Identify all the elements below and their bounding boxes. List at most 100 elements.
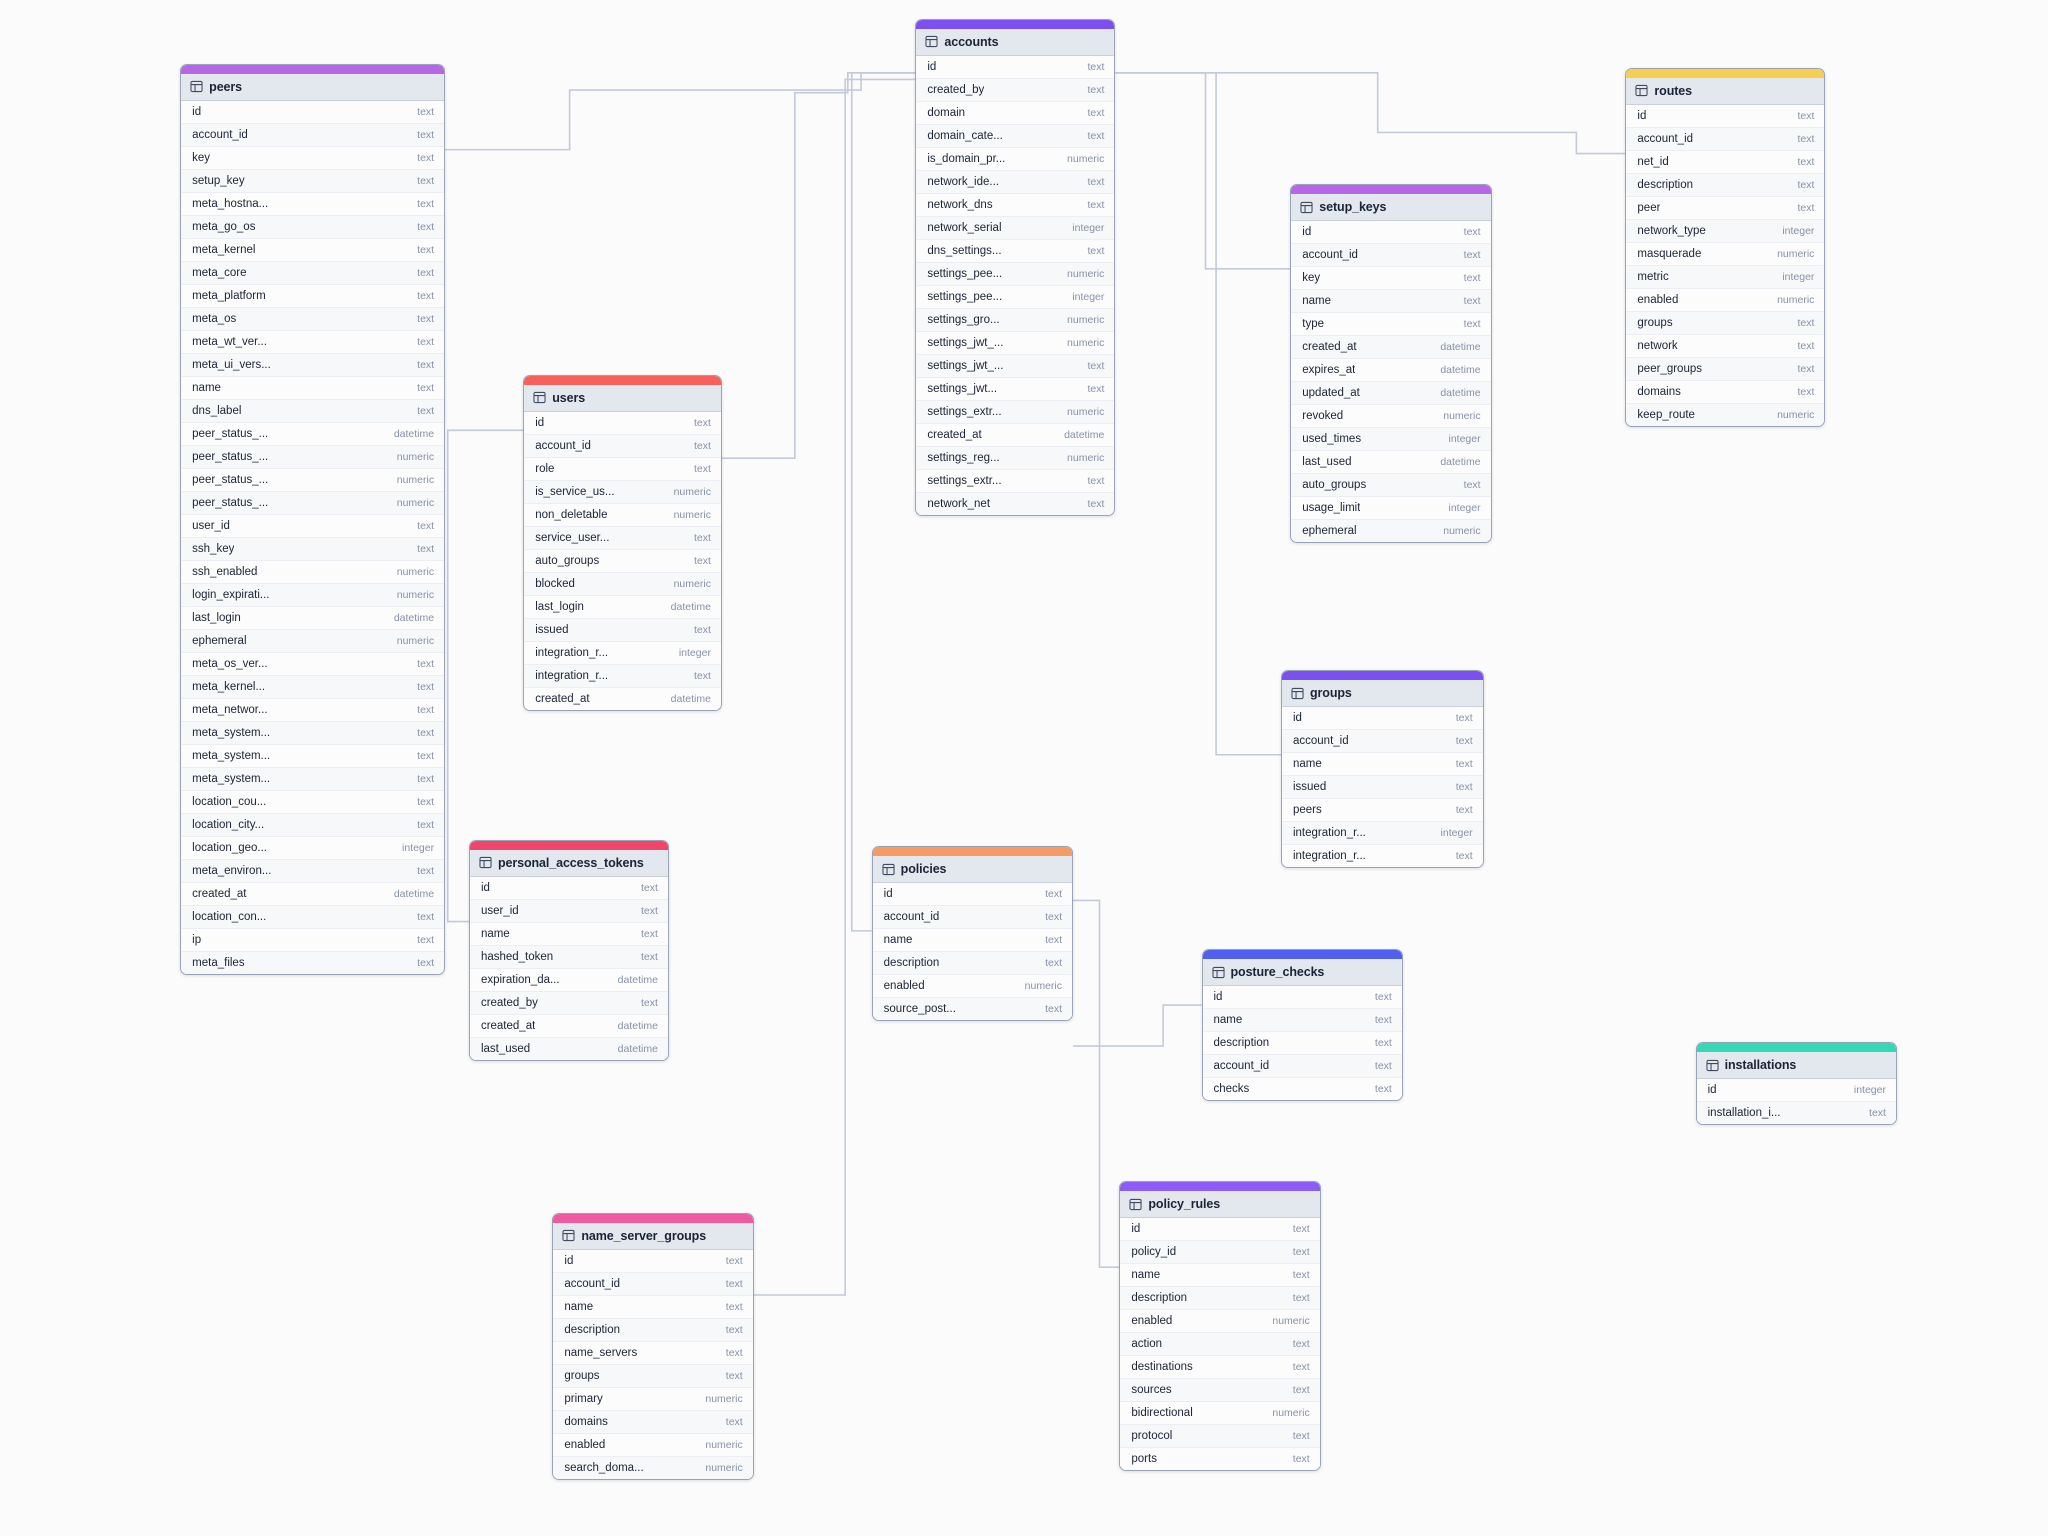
table-row[interactable]: integration_r...integer — [1281, 822, 1483, 845]
table-row[interactable]: meta_system...text — [181, 721, 445, 745]
table-row[interactable]: settings_pee...numeric — [916, 262, 1115, 286]
table-row[interactable]: is_service_us...numeric — [524, 480, 721, 504]
table-row[interactable]: meta_os_ver...text — [181, 652, 445, 676]
table-header[interactable]: policies — [872, 856, 1072, 884]
table-row[interactable]: integration_r...integer — [524, 641, 721, 665]
table-header[interactable]: personal_access_tokens — [469, 849, 668, 877]
table-row[interactable]: settings_jwt_...numeric — [916, 331, 1115, 355]
table-row[interactable]: dns_settings...text — [916, 239, 1115, 263]
table-row[interactable]: integration_r...text — [524, 664, 721, 688]
table-row[interactable]: meta_kernel...text — [181, 675, 445, 699]
table-row[interactable]: settings_reg...numeric — [916, 446, 1115, 470]
table-row[interactable]: settings_pee...integer — [916, 285, 1115, 309]
table-row[interactable]: login_expirati...numeric — [181, 583, 445, 607]
table-row[interactable]: meta_wt_ver...text — [181, 330, 445, 354]
table-header[interactable]: setup_keys — [1291, 194, 1491, 222]
table-header[interactable]: installations — [1696, 1052, 1896, 1080]
table-row[interactable]: installation_i...text — [1696, 1102, 1896, 1125]
table-header[interactable]: name_server_groups — [553, 1222, 753, 1250]
table-row[interactable]: integration_r...text — [1281, 845, 1483, 867]
table-row[interactable]: location_con...text — [181, 905, 445, 929]
table-row[interactable]: service_user...text — [524, 526, 721, 550]
table-row[interactable]: source_post...text — [872, 998, 1072, 1021]
table-header[interactable]: policy_rules — [1120, 1191, 1320, 1219]
table-row[interactable]: expiration_da...datetime — [469, 968, 668, 992]
table-row[interactable]: location_geo...integer — [181, 836, 445, 860]
table-header[interactable]: routes — [1626, 77, 1825, 105]
table-row[interactable]: is_domain_pr...numeric — [916, 147, 1115, 171]
table-row[interactable]: meta_environ...text — [181, 859, 445, 883]
table-row[interactable]: meta_ui_vers...text — [181, 353, 445, 377]
table-row[interactable]: settings_jwt...text — [916, 377, 1115, 401]
table-row[interactable]: settings_extr...text — [916, 469, 1115, 493]
table-row[interactable]: location_cou...text — [181, 790, 445, 814]
table-row[interactable]: peer_status_...numeric — [181, 445, 445, 469]
table-row[interactable]: network_ide...text — [916, 170, 1115, 194]
table-row[interactable]: location_city...text — [181, 813, 445, 837]
